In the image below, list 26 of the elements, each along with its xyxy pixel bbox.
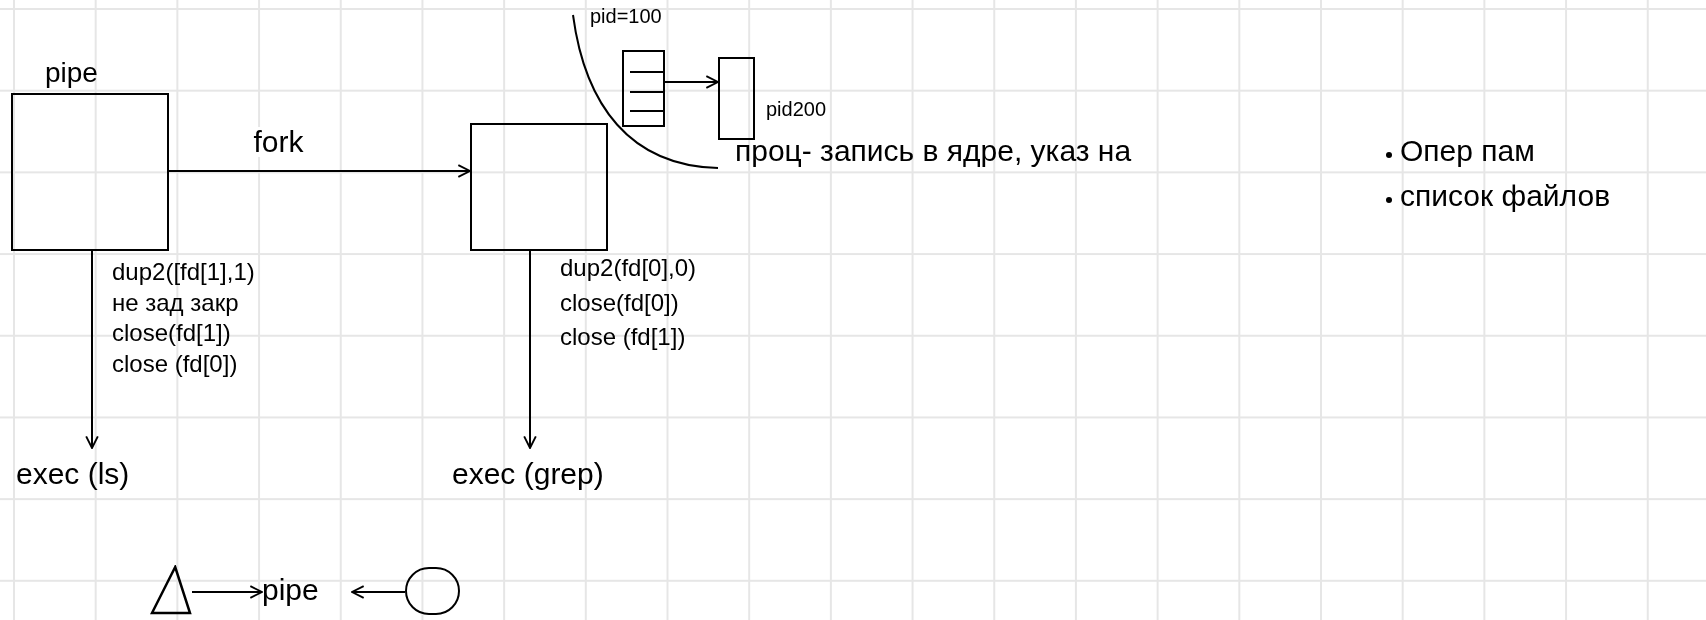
arrow bbox=[85, 250, 99, 449]
pipe-heading: pipe bbox=[45, 59, 98, 87]
arrow bbox=[523, 250, 537, 449]
exec-text: exec (ls) bbox=[16, 448, 196, 500]
table-box bbox=[622, 50, 665, 127]
code-note: dup2([fd[1],1) bbox=[112, 260, 255, 284]
code-note: close (fd[0]) bbox=[112, 352, 238, 376]
note-text: Опер пам bbox=[1400, 136, 1535, 166]
note-text: список файлов bbox=[1400, 181, 1611, 211]
code-note: не зад закр bbox=[112, 291, 239, 315]
pid-label: pid200 bbox=[766, 99, 827, 119]
code-note: close(fd[0]) bbox=[560, 291, 679, 315]
arrow bbox=[168, 164, 471, 178]
triangle-shape bbox=[150, 565, 192, 615]
exec-text: pipe bbox=[262, 568, 352, 612]
pid-label: pid=100 bbox=[590, 6, 662, 26]
code-note: dup2(fd[0],0) bbox=[560, 256, 697, 280]
arrow bbox=[191, 585, 263, 599]
arrow bbox=[664, 75, 719, 89]
code-note: close(fd[1]) bbox=[112, 321, 231, 345]
arrow bbox=[351, 585, 406, 599]
note-text: проц- запись в ядре, указ на bbox=[735, 136, 1132, 166]
exec-text: exec (grep) bbox=[452, 448, 672, 500]
process-box bbox=[470, 123, 608, 251]
process-box bbox=[718, 57, 755, 140]
code-note: close (fd[1]) bbox=[560, 325, 686, 349]
